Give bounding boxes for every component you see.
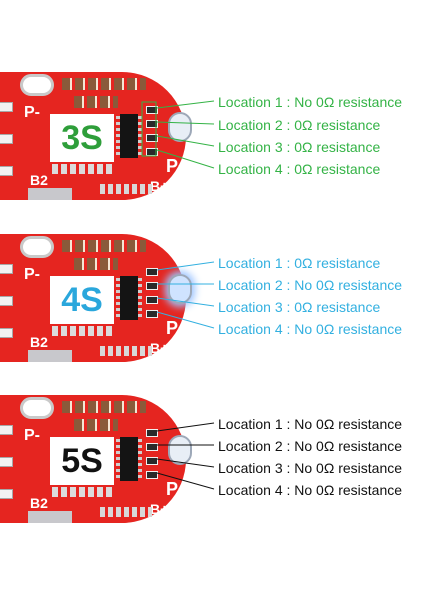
resistor-location-4 (146, 471, 158, 479)
pcb-board: 3S P- B2 P+ B+ (0, 72, 189, 200)
location-2-text: Location 2 : No 0Ω resistance (218, 277, 403, 293)
location-2-text: Location 2 : No 0Ω resistance (218, 438, 403, 454)
ic-chip (120, 114, 138, 158)
silk-b-plus: B+ (150, 501, 169, 517)
panel-4s: 4S P- B2 P+ B+ Location 1 : 0Ω resistanc… (0, 222, 424, 372)
resistor-location-3 (146, 457, 158, 465)
ic-pins (116, 439, 120, 479)
silk-p-plus: P+ (166, 479, 189, 499)
silk-b-plus: B+ (150, 340, 169, 356)
component-row (100, 507, 152, 517)
location-4-text: Location 4 : No 0Ω resistance (218, 482, 403, 498)
pcb-notch (0, 166, 13, 176)
resistor-location-3 (146, 134, 158, 142)
p-plus-pad (168, 112, 192, 142)
component-row (74, 419, 118, 431)
silk-p-plus: P+ (166, 156, 189, 176)
pcb-notch (0, 425, 13, 435)
ic-pins (138, 116, 142, 156)
location-1-text: Location 1 : 0Ω resistance (218, 255, 381, 271)
silk-p-minus: P- (24, 104, 40, 121)
resistor-location-2 (146, 120, 158, 128)
terminal-block (28, 188, 72, 200)
p-plus-pad (168, 435, 192, 465)
component-row (52, 164, 112, 174)
pcb-notch (0, 328, 13, 338)
ic-pins (116, 278, 120, 318)
board-label: 5S (50, 437, 114, 485)
location-3-text: Location 3 : 0Ω resistance (218, 299, 381, 315)
resistor-location-4 (146, 310, 158, 318)
mount-hole (20, 74, 54, 96)
location-4-text: Location 4 : 0Ω resistance (218, 161, 381, 177)
location-2-text: Location 2 : 0Ω resistance (218, 117, 381, 133)
component-row (52, 326, 112, 336)
location-1-text: Location 1 : No 0Ω resistance (218, 416, 403, 432)
leader-lines (156, 261, 215, 329)
location-3-text: Location 3 : 0Ω resistance (218, 139, 381, 155)
silk-b2: B2 (30, 334, 48, 350)
mount-hole (20, 397, 54, 419)
leader-lines (141, 100, 215, 169)
location-3-text: Location 3 : No 0Ω resistance (218, 460, 403, 476)
pcb-notch (0, 489, 13, 499)
p-plus-pad (168, 274, 192, 304)
silk-p-minus: P- (24, 427, 40, 444)
component-row (62, 240, 146, 252)
leader-lines (156, 422, 215, 490)
resistor-location-1 (146, 106, 158, 114)
location-4-text: Location 4 : No 0Ω resistance (218, 321, 403, 337)
resistor-location-1 (146, 429, 158, 437)
resistor-location-3 (146, 296, 158, 304)
silk-p-minus: P- (24, 266, 40, 283)
silk-b2: B2 (30, 172, 48, 188)
pcb-board: 4S P- B2 P+ B+ (0, 234, 189, 362)
ic-chip (120, 276, 138, 320)
pcb-notch (0, 134, 13, 144)
pcb-notch (0, 457, 13, 467)
silk-b2: B2 (30, 495, 48, 511)
component-row (74, 96, 118, 108)
ic-pins (138, 278, 142, 318)
resistor-location-2 (146, 443, 158, 451)
component-row (100, 346, 152, 356)
component-row (62, 401, 146, 413)
ic-pins (116, 116, 120, 156)
pcb-notch (0, 264, 13, 274)
panel-5s: 5S P- B2 P+ B+ Location 1 : No 0Ω resist… (0, 383, 424, 533)
resistor-location-2 (146, 282, 158, 290)
pcb-notch (0, 296, 13, 306)
ic-chip (120, 437, 138, 481)
silk-b-plus: B+ (150, 178, 169, 194)
terminal-block (28, 350, 72, 362)
component-row (100, 184, 152, 194)
pcb-notch (0, 102, 13, 112)
pcb-board: 5S P- B2 P+ B+ (0, 395, 189, 523)
component-row (52, 487, 112, 497)
terminal-block (28, 511, 72, 523)
component-row (62, 78, 146, 90)
board-label: 4S (50, 276, 114, 324)
component-row (74, 258, 118, 270)
location-1-text: Location 1 : No 0Ω resistance (218, 94, 403, 110)
resistor-location-1 (146, 268, 158, 276)
panel-3s: 3S P- B2 P+ B+ Location 1 : No 0Ω resist… (0, 60, 424, 210)
mount-hole (20, 236, 54, 258)
silk-p-plus: P+ (166, 318, 189, 338)
board-label: 3S (50, 114, 114, 162)
ic-pins (138, 439, 142, 479)
